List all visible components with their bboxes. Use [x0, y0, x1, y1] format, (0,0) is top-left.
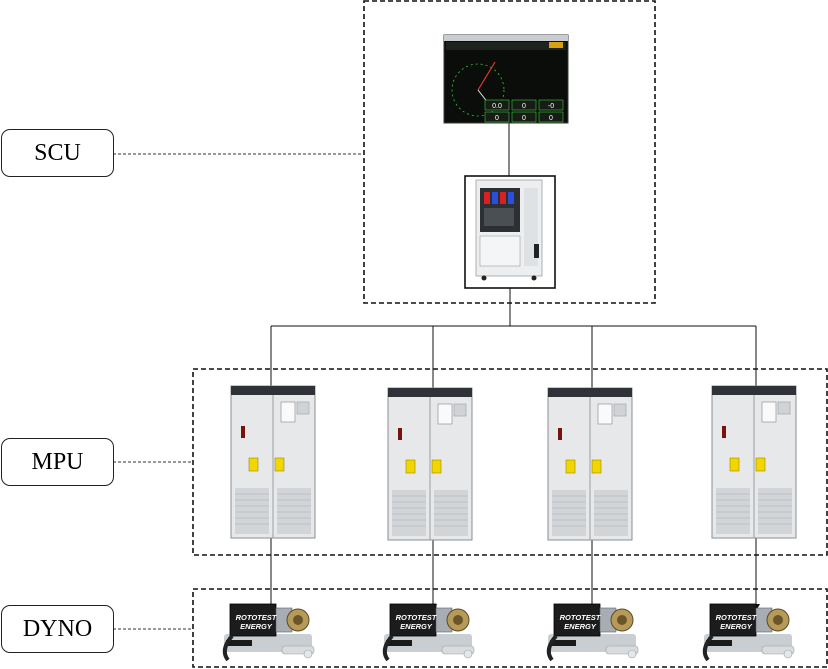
dyno-4-brand-line1: ROTOTEST — [716, 613, 758, 622]
readout-top-1: 0.0 — [492, 103, 502, 110]
dyno-3-brand-line1: ROTOTEST — [560, 613, 602, 622]
mpu-cabinet-2 — [387, 387, 473, 541]
readout-bottom-3: 0 — [549, 115, 553, 122]
dyno-4-brand-line2: ENERGY — [720, 622, 753, 631]
mpu-cabinet-3 — [547, 387, 633, 541]
dyno-1-brand-line1: ROTOTEST — [236, 613, 278, 622]
mpu-cabinet-1 — [230, 385, 316, 539]
dyno-group-frame — [192, 588, 828, 668]
dyno-1-brand-line2: ENERGY — [240, 622, 273, 631]
mpu-cabinet-4 — [711, 385, 797, 539]
mpu-label: MPU — [1, 438, 114, 486]
readout-top-2: 0 — [522, 103, 526, 110]
scu-monitor-screen: 0.0 0 -0 0 0 0 — [443, 34, 569, 124]
scu-label: SCU — [1, 129, 114, 177]
mpu-group-frame — [192, 368, 828, 556]
scu-control-cabinet — [464, 175, 556, 289]
dyno-3-brand-line2: ENERGY — [564, 622, 597, 631]
dyno-2-brand-line2: ENERGY — [400, 622, 433, 631]
readout-bottom-1: 0 — [495, 115, 499, 122]
readout-bottom-2: 0 — [522, 115, 526, 122]
dyno-2-brand-line1: ROTOTEST — [396, 613, 438, 622]
dyno-label: DYNO — [1, 605, 114, 653]
gauge-dial — [451, 63, 505, 117]
readout-top-3: -0 — [548, 103, 554, 110]
